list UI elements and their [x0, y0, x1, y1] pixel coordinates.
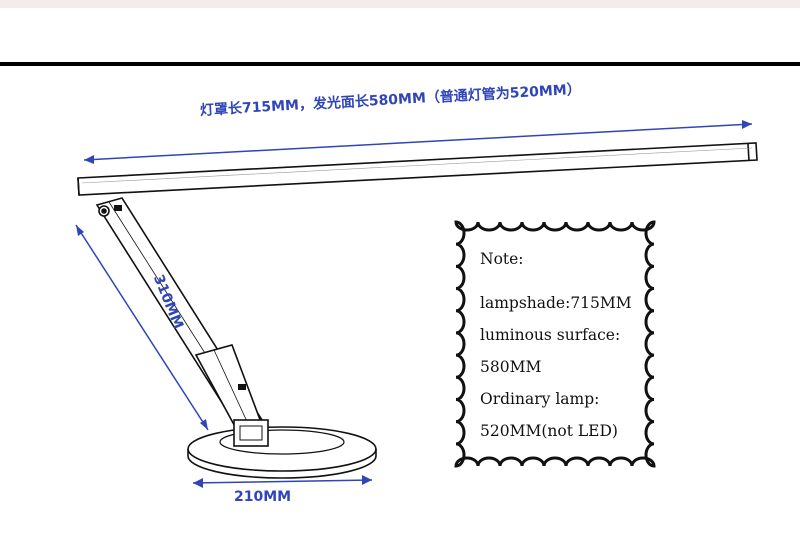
- note-title: Note:: [480, 250, 524, 268]
- note-line: 520MM(not LED): [480, 422, 618, 440]
- note-box: Note: lampshade:715MM luminous surface: …: [480, 243, 632, 447]
- note-stamp-frame: [454, 220, 656, 468]
- lamp-base: [187, 419, 377, 479]
- note-line: 580MM: [480, 358, 542, 376]
- base-dimension-label: 210MM: [234, 489, 292, 505]
- lampshade-bar: [77, 142, 758, 196]
- lampshade-dimension-arrow: [83, 120, 753, 164]
- note-line: luminous surface:: [480, 326, 621, 344]
- note-line: Ordinary lamp:: [480, 390, 600, 408]
- height-dimension-arrow: [75, 224, 209, 431]
- top-strip: [0, 0, 800, 8]
- base-dimension-arrow: [192, 475, 373, 488]
- note-line: lampshade:715MM: [480, 294, 632, 312]
- top-rule: [0, 62, 800, 66]
